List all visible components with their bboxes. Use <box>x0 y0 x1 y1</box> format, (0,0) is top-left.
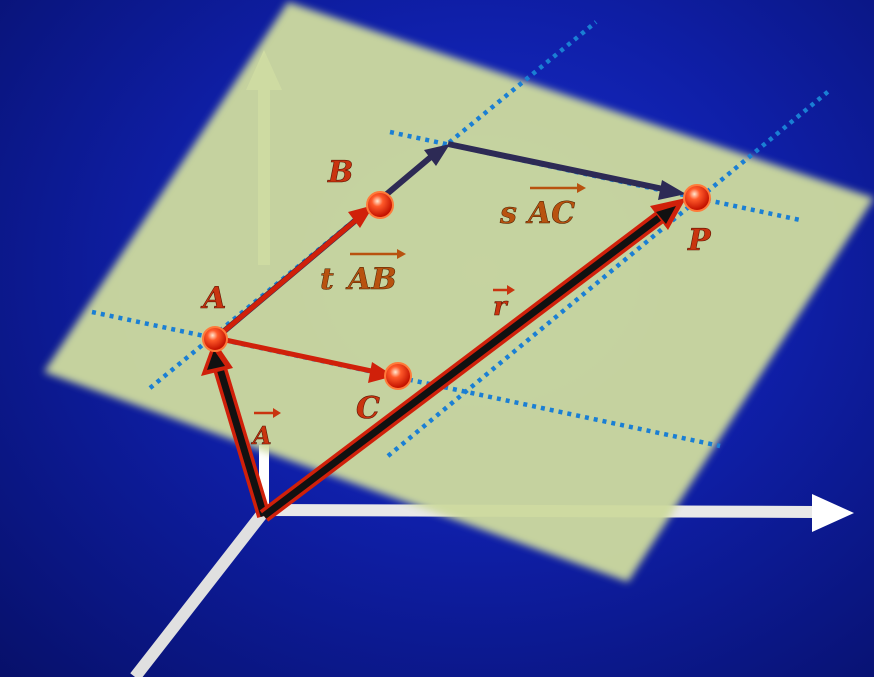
vector-ab <box>214 218 358 340</box>
vector-ac <box>215 335 377 375</box>
vector-s-ac <box>447 141 669 193</box>
label-point-b: B <box>327 155 353 190</box>
label-ab: AB <box>345 262 397 297</box>
label-point-a: A <box>200 281 226 316</box>
label-ac: AC <box>525 196 575 231</box>
y-axis-arrowhead <box>812 494 854 532</box>
point-p <box>683 184 711 212</box>
label-point-p: P <box>687 223 712 258</box>
points <box>202 184 711 390</box>
vector-s-ac-arrowhead <box>658 180 686 200</box>
dotted-line-p <box>386 88 832 458</box>
plane <box>44 2 874 582</box>
point-a <box>202 326 228 352</box>
x-axis-line <box>130 510 267 677</box>
label-vec-r-arrowhead <box>507 285 515 295</box>
label-point-c: C <box>356 391 380 426</box>
point-c <box>384 362 412 390</box>
position-vector-a <box>201 340 271 519</box>
label-s-coefficient: s <box>499 196 517 231</box>
label-ac-arrowhead <box>577 183 586 193</box>
vector-t-ab-arrowhead <box>424 144 450 166</box>
label-t-coefficient: t <box>320 262 334 297</box>
point-b <box>366 191 394 219</box>
label-vec-a: A <box>251 421 272 450</box>
label-ab-arrowhead <box>397 249 406 259</box>
label-vec-r: r <box>493 292 509 322</box>
position-vector-r <box>259 198 686 522</box>
label-vec-a-arrowhead <box>273 408 281 418</box>
